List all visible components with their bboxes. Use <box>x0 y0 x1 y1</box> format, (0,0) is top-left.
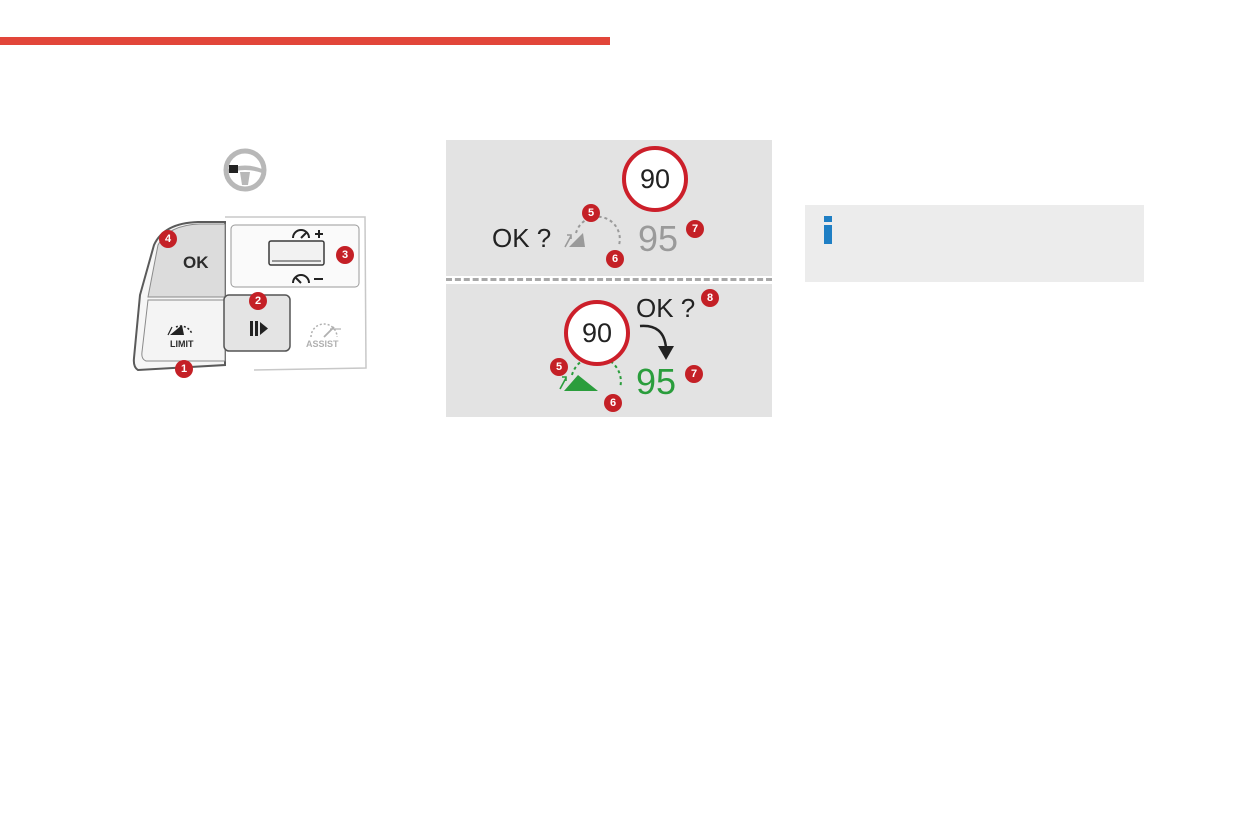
callout-badge-6: 6 <box>604 394 622 412</box>
speed-limiter-icon <box>167 325 193 336</box>
confirm-prompt: OK ? <box>492 223 552 253</box>
callout-badge-7: 7 <box>686 220 704 238</box>
pause-resume-icon <box>250 321 268 336</box>
steering-wheel-icon <box>223 148 267 192</box>
callout-badge-5: 5 <box>550 358 568 376</box>
callout-badge-6: 6 <box>606 250 624 268</box>
callout-badge-8: 8 <box>701 289 719 307</box>
display-panel-prompt: 90 OK ? 95 5 6 7 <box>446 140 772 276</box>
callout-badge-5: 5 <box>582 204 600 222</box>
speed-minus-icon <box>292 274 323 284</box>
assist-icon <box>310 323 341 338</box>
speed-plus-icon <box>292 229 323 239</box>
panel-a-drawing <box>564 215 621 248</box>
limit-button-label: LIMIT <box>170 339 194 349</box>
callout-badge-4: 4 <box>159 230 177 248</box>
display-panel-confirmed: 90 OK ? 95 5 6 7 8 <box>446 284 772 417</box>
confirm-prompt: OK ? <box>636 293 696 323</box>
speed-limit-sign: 90 <box>622 146 688 212</box>
steering-controls-illustration: OK LIMIT ASSIST 1 2 3 4 <box>128 145 378 385</box>
header-accent-bar <box>0 37 610 45</box>
info-note-box <box>805 205 1144 282</box>
proposed-speed: 95 <box>638 218 679 259</box>
controls-drawing <box>132 148 367 372</box>
callout-badge-7: 7 <box>685 365 703 383</box>
speed-limiter-icon <box>564 215 621 248</box>
ok-button-label: OK <box>183 253 209 272</box>
assist-button-label: ASSIST <box>306 339 339 349</box>
panel-divider <box>446 278 772 281</box>
speed-limit-sign: 90 <box>564 300 630 366</box>
confirmed-speed: 95 <box>636 361 677 402</box>
callout-badge-3: 3 <box>336 246 354 264</box>
callout-badge-1: 1 <box>175 360 193 378</box>
info-icon <box>823 216 833 244</box>
callout-badge-2: 2 <box>249 292 267 310</box>
curved-arrow-icon <box>639 324 674 360</box>
